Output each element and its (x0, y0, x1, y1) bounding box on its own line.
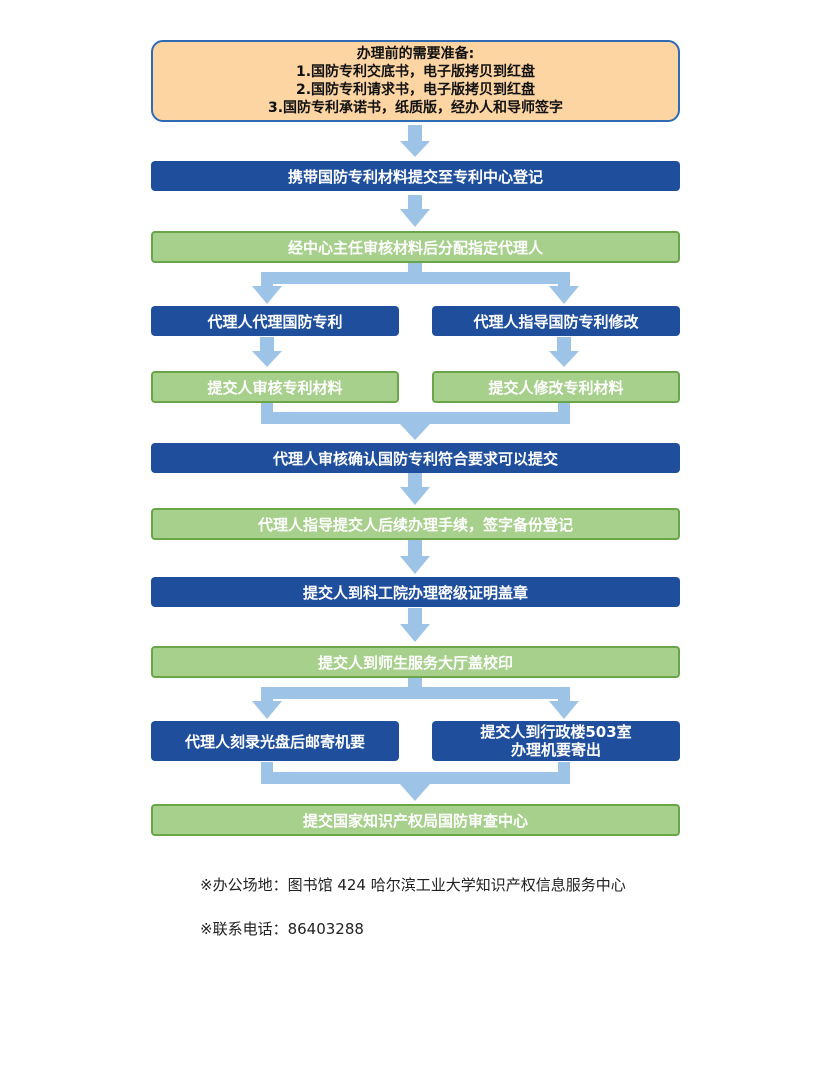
step-final-submit: 提交国家知识产权局国防审查中心 (151, 804, 680, 836)
arrow-secrecy-to-seal (400, 608, 430, 642)
step-agent-guide-followup: 代理人指导提交人后续办理手续，签字备份登记 (151, 508, 680, 540)
arrow-followup-to-secrecy (400, 540, 430, 574)
arrow-split-1 (252, 263, 579, 304)
step-secrecy-cert: 提交人到科工院办理密级证明盖章 (151, 577, 680, 607)
arrow-confirm-to-followup (400, 473, 430, 505)
step-submitter-admin-line2: 办理机要寄出 (510, 741, 601, 759)
step-agent-proxy: 代理人代理国防专利 (151, 306, 399, 336)
step-agent-guide-modify: 代理人指导国防专利修改 (432, 306, 680, 336)
arrow-prep-to-submit (400, 125, 430, 157)
step-assign-agent: 经中心主任审核材料后分配指定代理人 (151, 231, 680, 263)
step-submitter-review: 提交人审核专利材料 (151, 371, 399, 403)
arrow-submit-to-assign (400, 195, 430, 227)
arrow-merge-2 (261, 762, 570, 801)
office-location-note: ※办公场地：图书馆 424 哈尔滨工业大学知识产权信息服务中心 (200, 876, 626, 894)
step-school-seal: 提交人到师生服务大厅盖校印 (151, 646, 680, 678)
contact-phone-note: ※联系电话：86403288 (200, 920, 364, 938)
step-agent-mail: 代理人刻录光盘后邮寄机要 (151, 721, 399, 761)
prep-item: 3.国防专利承诺书，纸质版，经办人和导师签字 (267, 100, 564, 116)
step-submitter-admin-line1: 提交人到行政楼503室 (480, 723, 632, 741)
step-submitter-modify: 提交人修改专利材料 (432, 371, 680, 403)
arrow-left-down-1 (252, 337, 282, 367)
arrow-merge-1 (261, 402, 570, 440)
step-agent-confirm: 代理人审核确认国防专利符合要求可以提交 (151, 443, 680, 473)
step-submitter-admin: 提交人到行政楼503室 办理机要寄出 (432, 721, 680, 761)
arrow-right-down-1 (549, 337, 579, 367)
prep-item: 1.国防专利交底书，电子版拷贝到红盘 (295, 64, 536, 80)
step-submit-to-center: 携带国防专利材料提交至专利中心登记 (151, 161, 680, 191)
arrow-split-2 (252, 678, 579, 719)
prep-item: 2.国防专利请求书，电子版拷贝到红盘 (295, 82, 536, 98)
prep-requirements-box: 办理前的需要准备: 1.国防专利交底书，电子版拷贝到红盘 2.国防专利请求书，电… (151, 40, 680, 122)
prep-title: 办理前的需要准备: (356, 46, 475, 62)
